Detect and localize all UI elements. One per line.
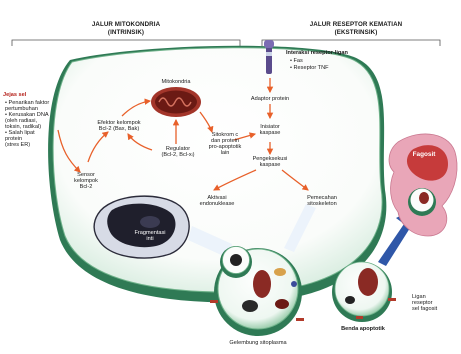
injury-item: (stres ER) (5, 142, 30, 149)
bleb-label: Gelembung sitoplasma (212, 340, 304, 347)
fragment-label-line: inti (128, 236, 172, 243)
phagocyte-cell (389, 134, 457, 236)
injury-title: Jejas sel (3, 92, 26, 99)
intrinsic-subtitle: (INTRINSIK) (80, 30, 172, 37)
apoptotic-body-label: Benda apoptotik (330, 326, 396, 333)
regulator-label-line: (Bcl-2, Bcl-xₗ) (150, 152, 206, 159)
intrinsic-bracket (12, 40, 240, 46)
ligand-label-line: sel fagosit (412, 306, 437, 313)
extrinsic-bracket (262, 40, 440, 46)
sensor-label-line: Bcl-2 (64, 184, 108, 191)
receptor-item: • Fas (290, 58, 303, 65)
phagocyte-label: Fagosit (404, 152, 444, 159)
extrinsic-title: JALUR RESEPTOR KEMATIAN (296, 22, 416, 29)
apoptotic-body (332, 262, 396, 322)
cell-body (53, 48, 382, 292)
mitochondria-label: Mitokondria (150, 79, 202, 86)
cytoskeleton-label-line: sitoskeleton (294, 201, 350, 208)
initiator-label-line: kaspase (240, 130, 300, 137)
fragmenting-nucleus (94, 196, 189, 258)
receptor-title: Interaksi reseptor-ligan (286, 50, 348, 57)
effector-label-line: Bcl-2 (Bax, Bak) (84, 126, 154, 133)
intrinsic-title: JALUR MITOKONDRIA (80, 22, 172, 29)
receptor-item: • Reseptor TNF (290, 65, 329, 72)
mitochondrion (151, 87, 201, 117)
executioner-label-line: kaspase (236, 162, 304, 169)
endonuclease-label-line: endonuklease (190, 201, 244, 208)
extrinsic-subtitle: (EKSTRINSIK) (296, 30, 416, 37)
adaptor-label: Adaptor protein (240, 96, 300, 103)
